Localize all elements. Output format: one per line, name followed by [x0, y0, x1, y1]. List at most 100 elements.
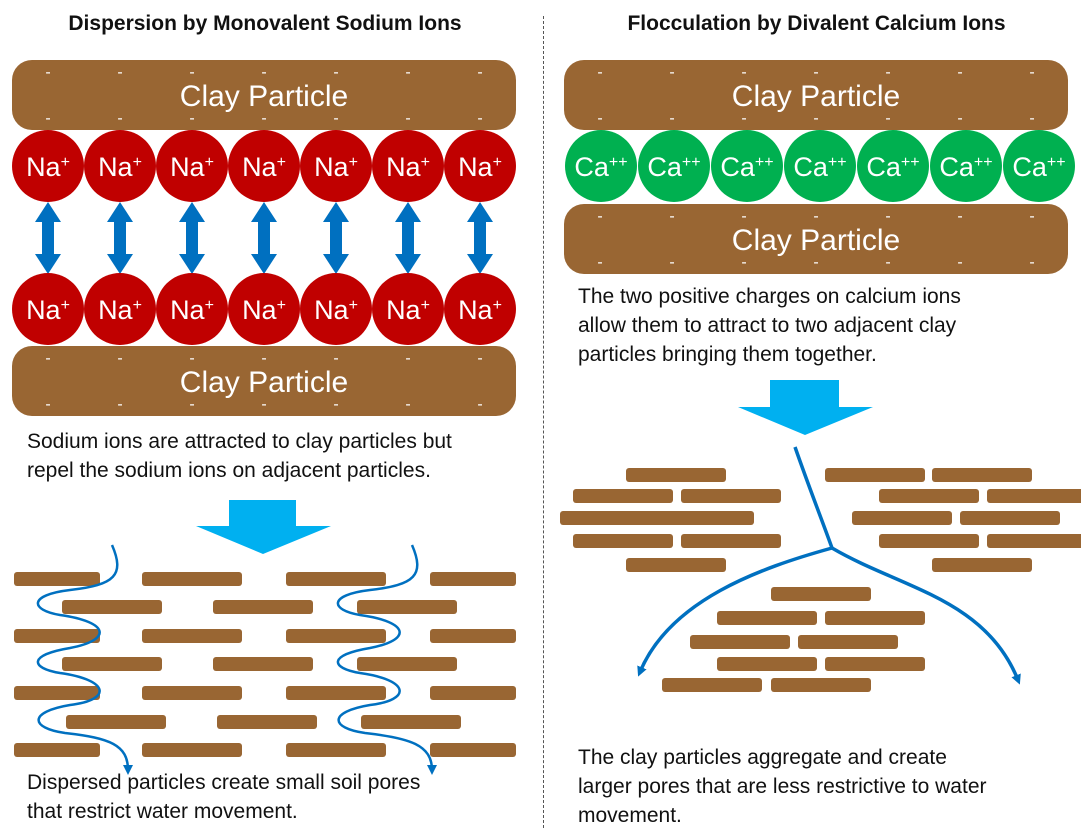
aggregated-clay-particle [987, 534, 1081, 548]
aggregated-clay-particle [879, 489, 979, 503]
dispersed-clay-particle [62, 657, 162, 671]
right-caption-bottom: The clay particles aggregate and create … [578, 743, 1078, 830]
sodium-ion [84, 273, 156, 345]
right-clay-particle-top [564, 60, 1068, 130]
left-clay-particle-bottom-negative-charge: - [405, 350, 410, 367]
left-caption-top-line-2: repel the sodium ions on adjacent partic… [27, 459, 431, 482]
repulsion-double-arrow [323, 202, 349, 274]
left-clay-particle-top-negative-charge: - [333, 110, 338, 127]
aggregated-clay-particle [717, 657, 817, 671]
right-down-arrow [738, 380, 873, 435]
left-clay-particle-bottom-negative-charge: - [477, 350, 482, 367]
right-clay-particle-bottom [564, 204, 1068, 274]
repulsion-double-arrow [395, 202, 421, 274]
sodium-ion [228, 273, 300, 345]
right-clay-particle-top-negative-charge: - [1029, 64, 1034, 81]
right-clay-particle-bottom-negative-charge: - [669, 254, 674, 271]
dispersed-clay-particle [14, 572, 100, 586]
dispersed-clay-particle [213, 657, 313, 671]
left-clay-particle-top-negative-charge: - [117, 110, 122, 127]
aggregated-clay-particle [932, 468, 1032, 482]
left-caption-bottom-line-1: Dispersed particles create small soil po… [27, 771, 421, 794]
aggregated-clay-particle [798, 635, 898, 649]
right-clay-particle-top-negative-charge: - [885, 64, 890, 81]
right-clay-particle-bottom-negative-charge: - [741, 208, 746, 225]
right-clay-particle-bottom-negative-charge: - [1029, 208, 1034, 225]
aggregated-clay-particle [825, 657, 925, 671]
aggregated-clay-particle [717, 611, 817, 625]
aggregated-clay-particle [690, 635, 790, 649]
calcium-ion [857, 130, 929, 202]
left-water-flow-path-2 [336, 544, 437, 775]
left-caption-top-line-1: Sodium ions are attracted to clay partic… [27, 430, 452, 453]
right-title: Flocculation by Divalent Calcium Ions [627, 12, 1006, 35]
aggregated-clay-particle [662, 678, 762, 692]
dispersed-clay-particle [357, 657, 457, 671]
aggregated-clay-particle [987, 489, 1081, 503]
calcium-ion [784, 130, 856, 202]
left-clay-particle-top-negative-charge: - [189, 64, 194, 81]
aggregated-clay-particle [852, 511, 952, 525]
right-clay-particle-bottom-negative-charge: - [597, 208, 602, 225]
left-clay-particle-top-negative-charge: - [189, 110, 194, 127]
dispersed-clay-particle [430, 629, 516, 643]
left-clay-particle-top-negative-charge: - [45, 64, 50, 81]
dispersed-clay-particle [217, 715, 317, 729]
left-title: Dispersion by Monovalent Sodium Ions [68, 12, 462, 35]
dispersed-clay-particle [142, 686, 242, 700]
left-clay-particle-bottom-negative-charge: - [45, 350, 50, 367]
right-clay-particle-top-label: Clay Particle [732, 80, 900, 113]
calcium-ion-label: Ca++ [939, 152, 992, 182]
dispersed-clay-particle [66, 715, 166, 729]
right-clay-particle-top-negative-charge: - [597, 64, 602, 81]
sodium-ion [444, 273, 516, 345]
left-clay-particle-bottom-negative-charge: - [333, 350, 338, 367]
right-clay-particle-top-negative-charge: - [957, 110, 962, 127]
aggregated-clay-particle [626, 558, 726, 572]
calcium-ion [1003, 130, 1075, 202]
right-clay-particle-bottom-negative-charge: - [669, 208, 674, 225]
aggregated-clay-particle [825, 468, 925, 482]
right-clay-particle-top-negative-charge: - [1029, 110, 1034, 127]
aggregated-clay-particle [573, 534, 673, 548]
right-clay-particle-top-negative-charge: - [597, 110, 602, 127]
dispersed-clay-particle [142, 572, 242, 586]
right-clay-particle-bottom-negative-charge: - [813, 208, 818, 225]
dispersed-clay-particle [14, 686, 100, 700]
aggregated-clay-particle [560, 511, 660, 525]
dispersed-clay-particle [357, 600, 457, 614]
dispersed-clay-particle [430, 743, 516, 757]
left-caption-bottom-line-2: that restrict water movement. [27, 800, 298, 823]
dispersed-clay-particle [286, 686, 386, 700]
repulsion-double-arrow [107, 202, 133, 274]
sodium-ion [156, 273, 228, 345]
left-clay-particle-bottom [12, 346, 516, 416]
right-clay-particle-top-negative-charge: - [957, 64, 962, 81]
left-clay-particle-top-negative-charge: - [333, 64, 338, 81]
right-water-flow-path-1 [637, 446, 835, 677]
dispersed-clay-particle [430, 686, 516, 700]
left-clay-particle-bottom-negative-charge: - [261, 350, 266, 367]
left-caption-bottom: Dispersed particles create small soil po… [27, 768, 537, 826]
panel-divider [543, 16, 544, 828]
aggregated-clay-particle [654, 511, 754, 525]
left-clay-particle-top-negative-charge: - [477, 110, 482, 127]
left-clay-particle-bottom-negative-charge: - [405, 396, 410, 413]
right-clay-particle-top-negative-charge: - [741, 110, 746, 127]
right-clay-particle-bottom-negative-charge: - [885, 254, 890, 271]
left-clay-particle-top-negative-charge: - [117, 64, 122, 81]
aggregated-clay-particle [626, 468, 726, 482]
left-clay-particle-bottom-negative-charge: - [45, 396, 50, 413]
calcium-ion [565, 130, 637, 202]
right-clay-particle-top-negative-charge: - [885, 110, 890, 127]
sodium-ion [372, 130, 444, 202]
right-clay-particle-top-negative-charge: - [741, 64, 746, 81]
sodium-ion [84, 130, 156, 202]
right-caption-top-line-2: allow them to attract to two adjacent cl… [578, 314, 957, 337]
right-clay-particle-top-negative-charge: - [669, 64, 674, 81]
aggregated-clay-particle [681, 489, 781, 503]
right-caption-top-line-1: The two positive charges on calcium ions [578, 285, 961, 308]
right-caption-bottom-line-2: larger pores that are less restrictive t… [578, 775, 987, 798]
left-clay-particle-bottom-negative-charge: - [261, 396, 266, 413]
left-clay-particle-bottom-negative-charge: - [333, 396, 338, 413]
